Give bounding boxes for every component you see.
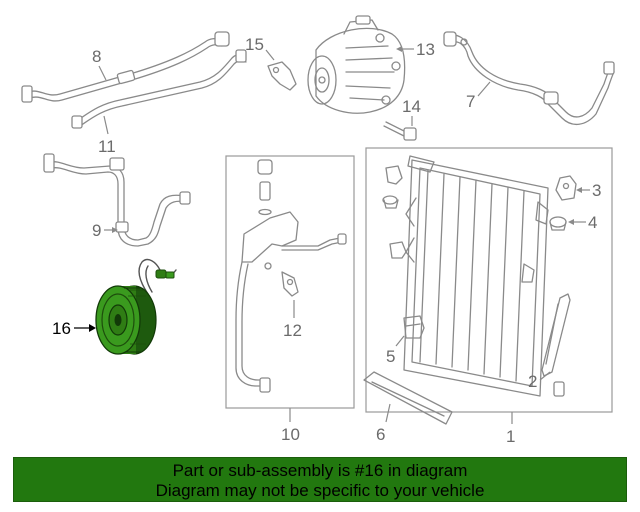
part-3-bracket[interactable] — [555, 175, 577, 201]
callout-15-group: 15 — [245, 35, 275, 61]
callout-3-group: 3 — [576, 181, 601, 200]
callout-5-group: 5 — [386, 335, 405, 366]
callout-10: 10 — [281, 425, 300, 444]
callout-6: 6 — [376, 425, 385, 444]
part-16-magnetic-clutch[interactable] — [95, 258, 177, 355]
arrowhead-9 — [112, 227, 118, 233]
callout-13: 13 — [416, 40, 435, 59]
callout-11: 11 — [98, 137, 116, 156]
callout-3: 3 — [592, 181, 601, 200]
part-4-cushion[interactable] — [549, 216, 567, 231]
part-info-banner: Part or sub-assembly is #16 in diagram D… — [13, 457, 627, 502]
leader-line-7 — [477, 81, 491, 97]
callout-4: 4 — [588, 213, 597, 232]
part-10-pipe-group[interactable] — [235, 159, 347, 393]
leader-line-15 — [265, 49, 275, 61]
part-15-bracket[interactable] — [267, 61, 297, 91]
callout-8-group: 8 — [92, 47, 107, 81]
callout-14: 14 — [402, 97, 421, 116]
callout-2-group: 2 — [528, 371, 551, 391]
part-1-condenser[interactable] — [403, 155, 549, 397]
leader-line-2 — [539, 371, 551, 381]
callout-7-group: 7 — [466, 81, 491, 111]
part-2-receiver-tube[interactable] — [541, 293, 571, 397]
part-7-liquid-line[interactable] — [443, 31, 615, 125]
leader-line-8 — [98, 65, 107, 81]
leader-line-5 — [395, 335, 405, 347]
callout-8: 8 — [92, 47, 101, 66]
callout-12-group: 12 — [283, 300, 302, 340]
leader-line-6 — [385, 403, 391, 423]
callout-9-group: 9 — [92, 221, 118, 240]
callout-9: 9 — [92, 221, 101, 240]
part-14-bolt[interactable] — [383, 121, 417, 141]
callout-2: 2 — [528, 372, 537, 391]
leader-line-11 — [103, 115, 109, 135]
callout-16-group: 16 — [52, 319, 96, 338]
banner-line-disclaimer: Diagram may not be specific to your vehi… — [155, 481, 485, 500]
callout-6-group: 6 — [376, 403, 391, 444]
callout-1: 1 — [506, 427, 515, 446]
part-6-seal-strip[interactable] — [363, 371, 453, 425]
callout-5: 5 — [386, 347, 395, 366]
callout-1-group: 1 — [506, 412, 515, 446]
arrowhead-16 — [89, 324, 96, 332]
callout-13-group: 13 — [396, 40, 435, 59]
callout-7: 7 — [466, 92, 475, 111]
part-8-suction-hose[interactable] — [21, 31, 230, 103]
part-9-pipe-assembly[interactable] — [43, 153, 191, 247]
callout-11-group: 11 — [98, 115, 116, 156]
arrowhead-13 — [396, 46, 402, 52]
exploded-parts-diagram: 8 11 15 — [21, 15, 615, 446]
callout-10-group: 10 — [281, 408, 300, 444]
part-11-discharge-hose[interactable] — [71, 49, 247, 129]
arrowhead-3 — [576, 187, 582, 193]
banner-line-part: Part or sub-assembly is #16 in diagram — [172, 461, 468, 480]
callout-4-group: 4 — [568, 213, 597, 232]
part-13-compressor[interactable] — [307, 15, 406, 114]
arrowhead-4 — [568, 219, 574, 225]
group-box-1 — [365, 147, 613, 413]
callout-12: 12 — [283, 321, 302, 340]
callout-14-group: 14 — [402, 97, 421, 126]
callout-15: 15 — [245, 35, 264, 54]
callout-16: 16 — [52, 319, 71, 338]
part-5-cushion-block[interactable] — [382, 165, 425, 339]
